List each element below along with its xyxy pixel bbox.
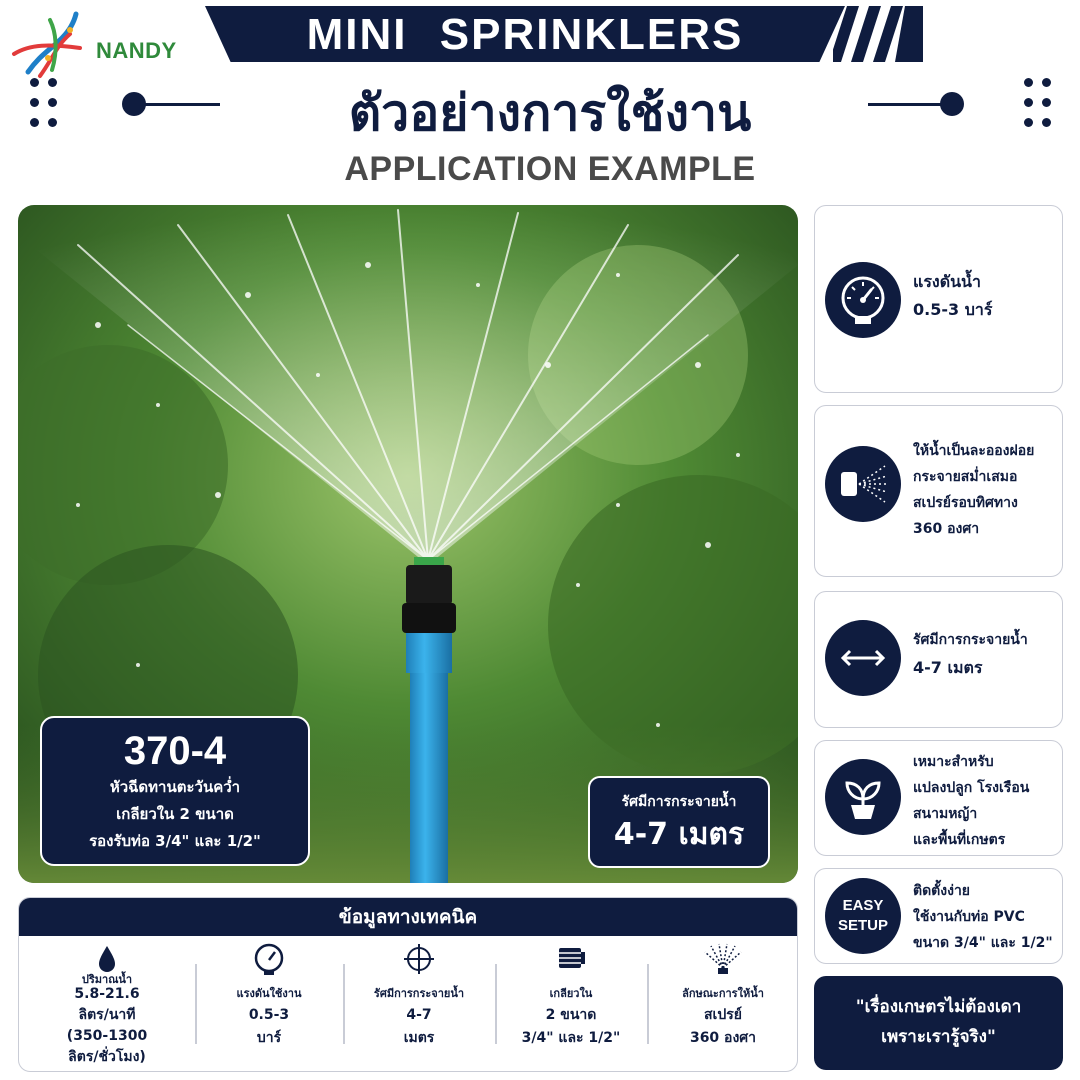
thread-icon bbox=[559, 948, 585, 968]
feature-text: รัศมีการกระจายน้ำ bbox=[913, 632, 1028, 648]
gauge-icon bbox=[254, 943, 284, 975]
model-description-line: เกลียวใน 2 ขนาด bbox=[116, 805, 234, 823]
double-arrow-icon bbox=[825, 620, 901, 696]
spec-label: เกลียวใน bbox=[549, 987, 593, 1000]
spec-value: ลิตร/นาที bbox=[78, 1007, 136, 1023]
brand-name: NANDY bbox=[96, 38, 177, 63]
subtitle-thai: ตัวอย่างการใช้งาน bbox=[348, 84, 752, 142]
dots-decoration-left-icon bbox=[30, 78, 64, 134]
slogan-line: "เรื่องเกษตรไม่ต้องเดา bbox=[855, 997, 1022, 1017]
target-icon bbox=[404, 944, 434, 974]
feature-text: ขนาด 3/4" และ 1/2" bbox=[913, 935, 1053, 951]
spec-label: รัศมีการกระจายน้ำ bbox=[373, 987, 465, 1000]
spec-value: (350-1300 bbox=[66, 1028, 148, 1044]
model-description-line: หัวฉีดทานตะวันคว่ำ bbox=[109, 778, 241, 796]
feature-card-spray: ให้น้ำเป็นละอองฝอย กระจายสม่ำเสมอ สเปรย์… bbox=[814, 405, 1063, 577]
feature-text: กระจายสม่ำเสมอ bbox=[913, 469, 1018, 485]
slogan-box: "เรื่องเกษตรไม่ต้องเดา เพราะเรารู้จริง" bbox=[814, 976, 1063, 1070]
line-dot-right bbox=[940, 92, 964, 116]
spec-value: เมตร bbox=[403, 1030, 435, 1046]
spec-value: 5.8-21.6 bbox=[74, 986, 140, 1002]
dots-decoration-right-icon bbox=[1024, 78, 1058, 134]
feature-text: 4-7 เมตร bbox=[913, 658, 983, 677]
spec-title: ข้อมูลทางเทคนิค bbox=[19, 898, 797, 936]
feature-text: แปลงปลูก โรงเรือน bbox=[913, 780, 1030, 796]
spec-label: แรงดันใช้งาน bbox=[236, 987, 302, 1000]
feature-text: 0.5-3 บาร์ bbox=[913, 300, 993, 319]
spec-value: 360 องศา bbox=[689, 1030, 757, 1046]
spec-value: สเปรย์ bbox=[704, 1007, 742, 1023]
feature-text: ใช้งานกับท่อ PVC bbox=[913, 909, 1025, 925]
feature-text: เหมาะสำหรับ bbox=[913, 754, 994, 770]
feature-card-setup: EASY SETUP ติดตั้งง่าย ใช้งานกับท่อ PVC … bbox=[814, 868, 1063, 964]
spec-value: บาร์ bbox=[256, 1030, 282, 1046]
spec-value: 2 ขนาด bbox=[545, 1007, 597, 1023]
easy-setup-badge: EASY SETUP bbox=[825, 878, 901, 954]
feature-text: แรงดันน้ำ bbox=[913, 272, 981, 291]
title-banner: MINI SPRINKLERS bbox=[205, 6, 923, 62]
spec-item-flow: ปริมาณน้ำ 5.8-21.6 ลิตร/นาที (350-1300 ล… bbox=[19, 936, 195, 1071]
stripes-decoration-icon bbox=[833, 6, 923, 62]
easy-setup-badge-text: SETUP bbox=[837, 917, 888, 934]
feature-text: ติดตั้งง่าย bbox=[913, 883, 971, 899]
slogan-line: เพราะเรารู้จริง" bbox=[881, 1027, 996, 1047]
feature-card-usage: เหมาะสำหรับ แปลงปลูก โรงเรือน สนามหญ้า แ… bbox=[814, 740, 1063, 856]
feature-text: และพื้นที่เกษตร bbox=[913, 832, 1006, 848]
feature-card-pressure: แรงดันน้ำ 0.5-3 บาร์ bbox=[814, 205, 1063, 393]
easy-setup-badge-text: EASY bbox=[842, 897, 884, 914]
line-right bbox=[868, 103, 948, 106]
feature-text: 360 องศา bbox=[913, 521, 980, 537]
radius-badge-label: รัศมีการกระจายน้ำ bbox=[621, 794, 737, 810]
spec-item-radius: รัศมีการกระจายน้ำ 4-7 เมตร bbox=[343, 936, 495, 1071]
spec-table: ข้อมูลทางเทคนิค ปริมาณน้ำ 5.8-21.6 ลิตร/… bbox=[18, 897, 798, 1072]
dna-logo-icon bbox=[12, 11, 82, 78]
feature-text: สนามหญ้า bbox=[913, 806, 978, 822]
spec-value: 0.5-3 bbox=[248, 1007, 290, 1023]
spray-fan-icon bbox=[704, 943, 742, 974]
feature-text: ให้น้ำเป็นละอองฝอย bbox=[913, 443, 1035, 459]
model-card: 370-4 หัวฉีดทานตะวันคว่ำ เกลียวใน 2 ขนาด… bbox=[40, 716, 310, 866]
model-description-line: รองรับท่อ 3/4" และ 1/2" bbox=[89, 832, 261, 850]
spec-value: ลิตร/ชั่วโมง) bbox=[68, 1049, 146, 1065]
page-title: MINI SPRINKLERS bbox=[306, 10, 744, 59]
plant-pot-icon bbox=[825, 759, 901, 835]
spec-value: 4-7 bbox=[406, 1007, 432, 1023]
model-code: 370-4 bbox=[123, 729, 227, 773]
brand-logo: NANDY bbox=[10, 10, 180, 80]
water-drop-icon bbox=[99, 946, 115, 972]
radius-badge-value: 4-7 เมตร bbox=[613, 817, 745, 852]
spec-value: 3/4" และ 1/2" bbox=[521, 1030, 621, 1046]
spray-icon bbox=[825, 446, 901, 522]
spec-item-thread: เกลียวใน 2 ขนาด 3/4" และ 1/2" bbox=[495, 936, 647, 1071]
spec-label: ปริมาณน้ำ bbox=[81, 973, 133, 986]
spec-item-pressure: แรงดันใช้งาน 0.5-3 บาร์ bbox=[195, 936, 343, 1071]
feature-text: สเปรย์รอบทิศทาง bbox=[913, 495, 1018, 511]
gauge-icon bbox=[825, 262, 901, 338]
spec-item-pattern: ลักษณะการให้น้ำ สเปรย์ 360 องศา bbox=[647, 936, 797, 1071]
spec-label: ลักษณะการให้น้ำ bbox=[682, 987, 764, 1000]
line-left bbox=[140, 103, 220, 106]
feature-card-radius: รัศมีการกระจายน้ำ 4-7 เมตร bbox=[814, 591, 1063, 728]
radius-badge: รัศมีการกระจายน้ำ 4-7 เมตร bbox=[588, 776, 770, 868]
subtitle-english: APPLICATION EXAMPLE bbox=[344, 150, 756, 188]
